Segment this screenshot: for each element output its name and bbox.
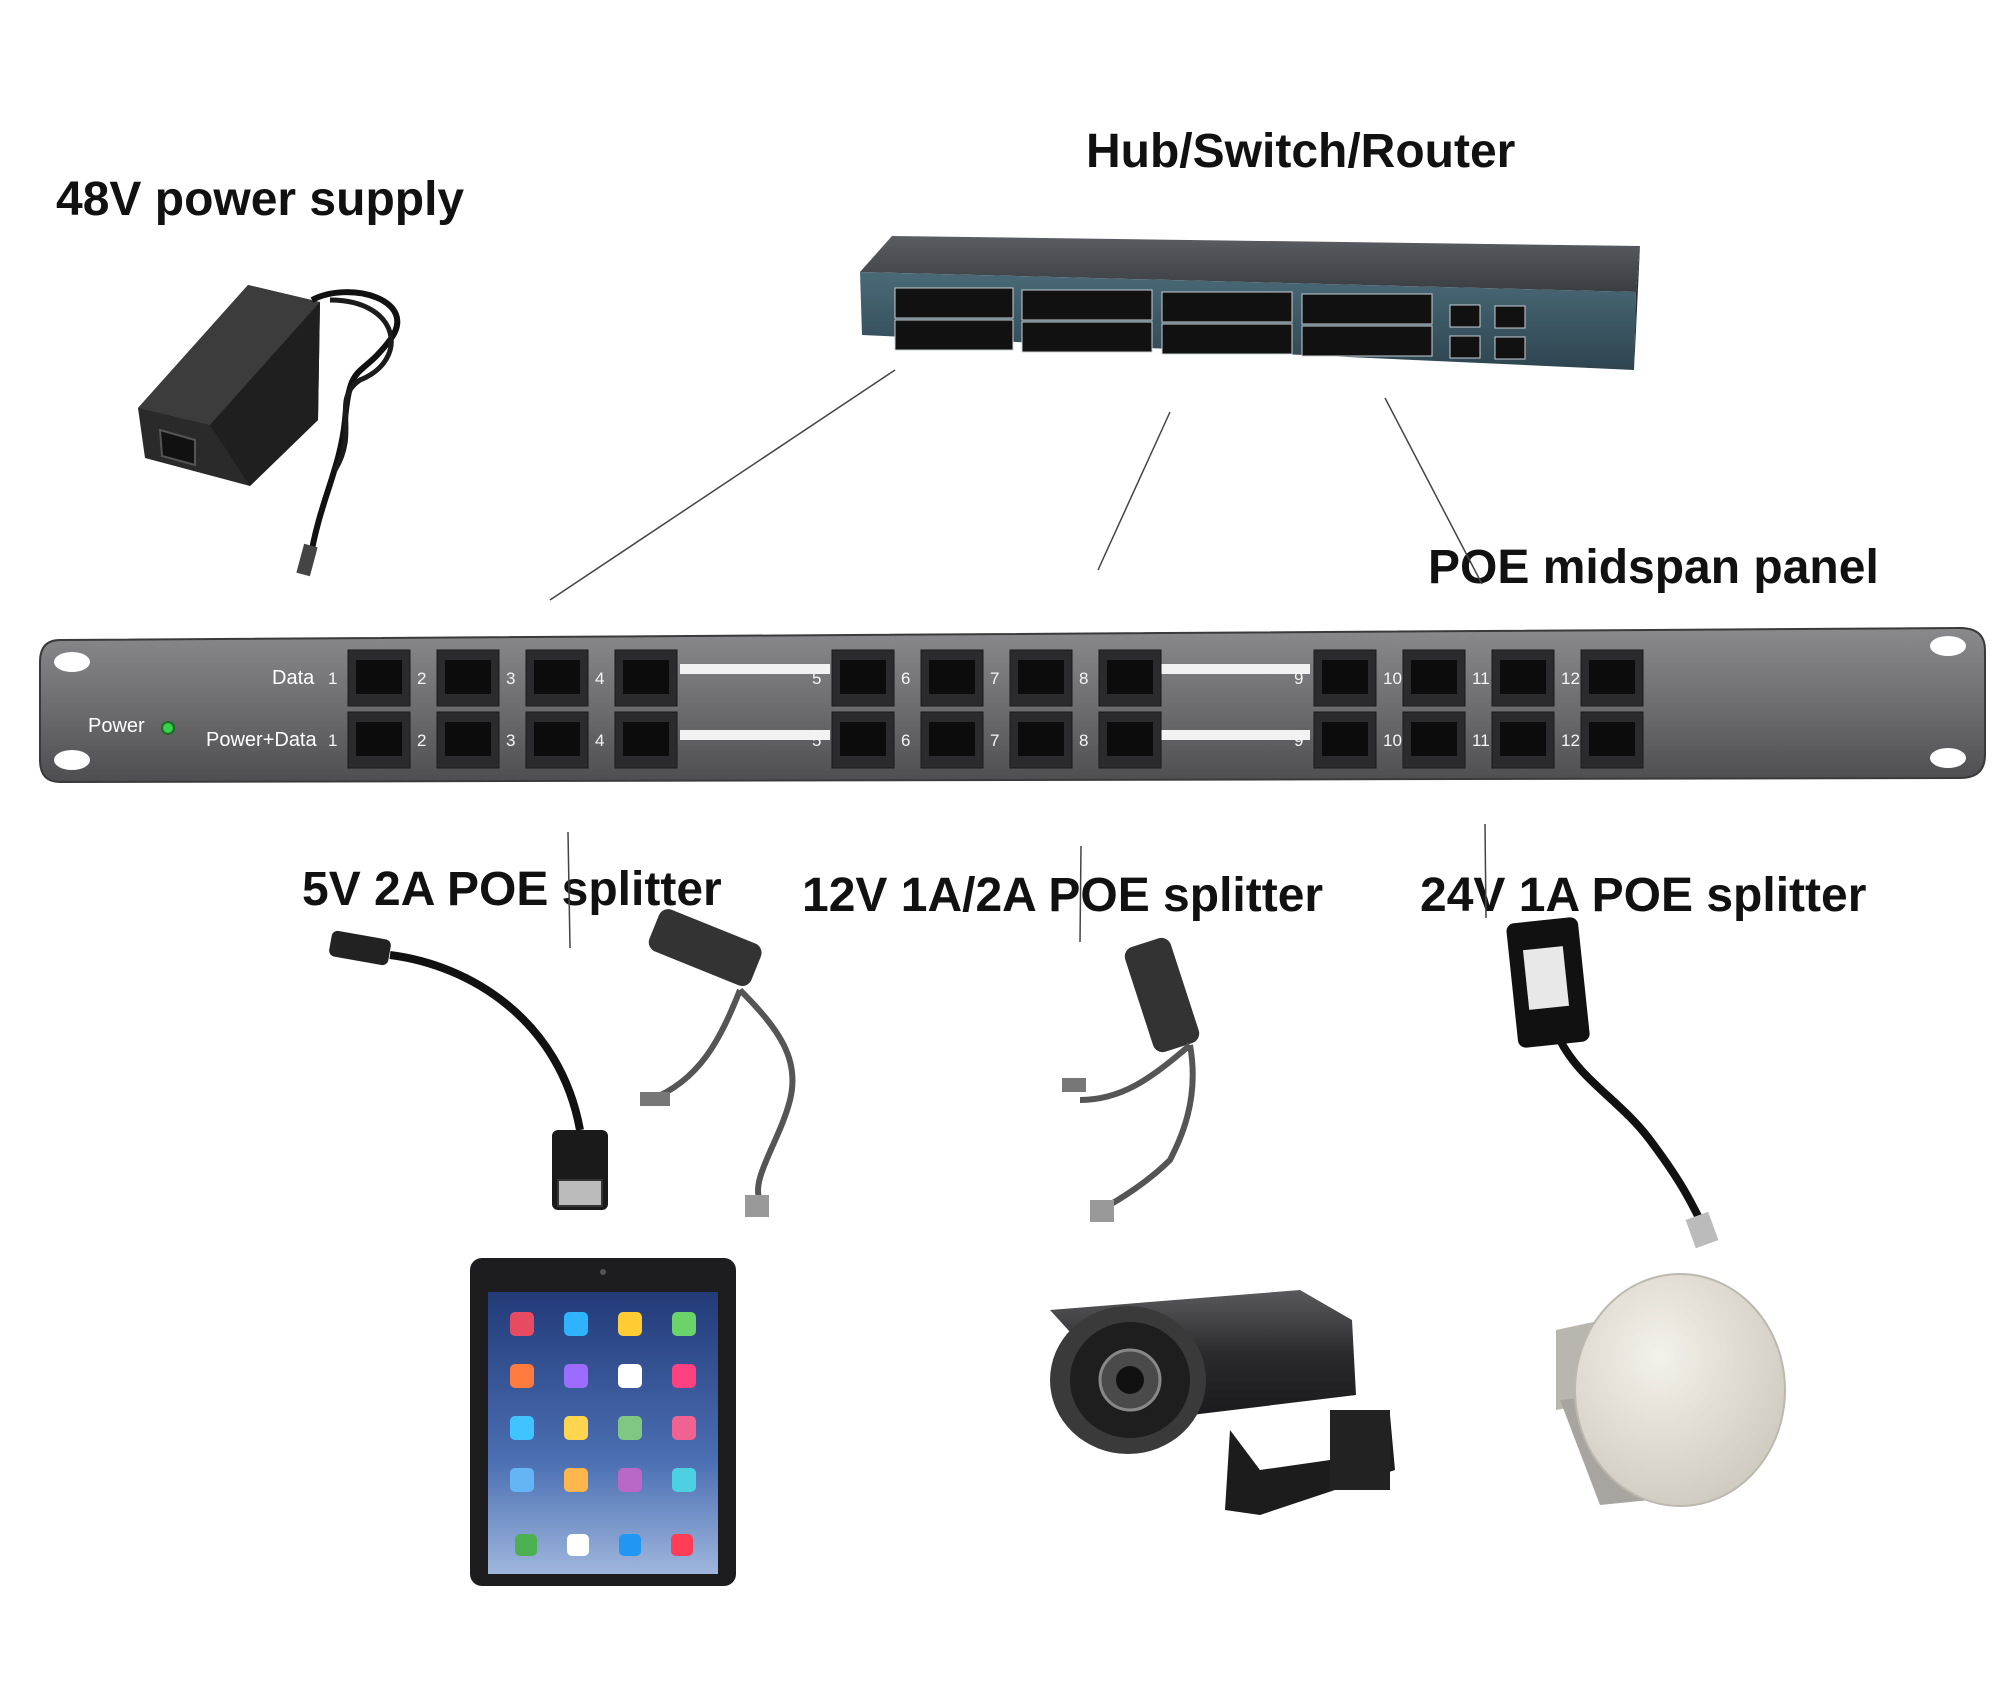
power-supply-label: 48V power supply — [56, 173, 465, 226]
rj45-port-socket — [445, 722, 491, 756]
app-icon — [510, 1468, 534, 1492]
app-icon — [672, 1312, 696, 1336]
rj45-port-socket — [623, 660, 669, 694]
port-number-data-7: 7 — [990, 669, 999, 688]
app-icon — [672, 1416, 696, 1440]
connector-lines — [549, 369, 1487, 949]
port-number-power-data-6: 6 — [901, 731, 910, 750]
app-icon — [672, 1468, 696, 1492]
rj45-port-socket — [623, 722, 669, 756]
port-number-power-data-9: 9 — [1294, 731, 1303, 750]
rj45-port-socket — [1018, 722, 1064, 756]
app-icon — [510, 1312, 534, 1336]
splitter-5v-label: 5V 2A POE splitter — [302, 863, 722, 916]
port-number-power-data-7: 7 — [990, 731, 999, 750]
dock-app-icon — [619, 1534, 641, 1556]
splitter-24v-label: 24V 1A POE splitter — [1420, 869, 1867, 922]
port-number-power-data-1: 1 — [328, 731, 337, 750]
rj45-port-socket — [1322, 722, 1368, 756]
power-led — [161, 721, 175, 735]
rj45-port-socket — [1411, 722, 1457, 756]
rj45-port-socket — [1107, 722, 1153, 756]
port-number-data-3: 3 — [506, 669, 515, 688]
rj45-port-socket — [1018, 660, 1064, 694]
port-number-power-data-8: 8 — [1079, 731, 1088, 750]
rj45-port-socket — [1500, 722, 1546, 756]
port-number-power-data-4: 4 — [595, 731, 604, 750]
app-icon — [564, 1312, 588, 1336]
port-number-data-9: 9 — [1294, 669, 1303, 688]
port-number-data-6: 6 — [901, 669, 910, 688]
rj45-port-socket — [445, 660, 491, 694]
usb-cable-icon — [329, 930, 608, 1210]
port-number-data-12: 12 — [1561, 669, 1580, 688]
midspan-label: POE midspan panel — [1428, 541, 1879, 594]
rj45-port-socket — [356, 722, 402, 756]
port-number-power-data-10: 10 — [1383, 731, 1402, 750]
port-number-data-4: 4 — [595, 669, 604, 688]
app-icon — [564, 1468, 588, 1492]
tablet-app-grid — [510, 1312, 696, 1556]
port-number-power-data-11: 11 — [1472, 731, 1490, 750]
dock-app-icon — [515, 1534, 537, 1556]
rj45-port-socket — [1322, 660, 1368, 694]
port-number-power-data-5: 5 — [812, 731, 821, 750]
port-number-data-10: 10 — [1383, 669, 1402, 688]
rj45-port-socket — [534, 660, 580, 694]
rj45-port-socket — [1411, 660, 1457, 694]
outdoor-access-point-icon — [1556, 1273, 1786, 1507]
panel-ports — [347, 649, 1644, 769]
rj45-port-socket — [929, 660, 975, 694]
port-number-data-11: 11 — [1472, 669, 1490, 688]
bullet-camera-icon — [1050, 1290, 1395, 1515]
poe-splitter-24v-icon — [1506, 917, 1719, 1249]
app-icon — [510, 1416, 534, 1440]
rj45-port-socket — [356, 660, 402, 694]
rj45-port-socket — [840, 660, 886, 694]
port-number-data-1: 1 — [328, 669, 337, 688]
port-number-power-data-3: 3 — [506, 731, 515, 750]
port-number-power-data-12: 12 — [1561, 731, 1580, 750]
app-icon — [564, 1364, 588, 1388]
port-number-data-2: 2 — [417, 669, 426, 688]
panel-power-data-row-label: Power+Data — [206, 729, 317, 751]
rj45-port-socket — [1589, 660, 1635, 694]
app-icon — [672, 1364, 696, 1388]
poe-midspan-panel: Power Data Power+Data 112233445566778899… — [39, 626, 1986, 784]
rj45-port-socket — [929, 722, 975, 756]
tablet-icon — [470, 1258, 736, 1586]
network-switch-icon — [860, 236, 1640, 370]
port-number-power-data-2: 2 — [417, 731, 426, 750]
rj45-port-socket — [1589, 722, 1635, 756]
poe-splitter-12v-icon — [1062, 937, 1200, 1222]
dock-app-icon — [671, 1534, 693, 1556]
app-icon — [618, 1312, 642, 1336]
rj45-port-socket — [1500, 660, 1546, 694]
rj45-port-socket — [1107, 660, 1153, 694]
dock-app-icon — [567, 1534, 589, 1556]
port-number-data-5: 5 — [812, 669, 821, 688]
app-icon — [618, 1468, 642, 1492]
panel-power-label: Power — [88, 715, 145, 737]
power-supply-icon — [138, 285, 401, 577]
splitter-12v-label: 12V 1A/2A POE splitter — [802, 869, 1324, 922]
panel-data-row-label: Data — [272, 667, 315, 689]
switch-label: Hub/Switch/Router — [1086, 125, 1516, 178]
rj45-port-socket — [534, 722, 580, 756]
rj45-port-socket — [840, 722, 886, 756]
poe-splitter-5v-icon — [640, 909, 796, 1217]
port-number-data-8: 8 — [1079, 669, 1088, 688]
panel-labels: Power Data Power+Data 112233445566778899… — [88, 667, 1580, 751]
app-icon — [564, 1416, 588, 1440]
app-icon — [510, 1364, 534, 1388]
app-icon — [618, 1416, 642, 1440]
app-icon — [618, 1364, 642, 1388]
